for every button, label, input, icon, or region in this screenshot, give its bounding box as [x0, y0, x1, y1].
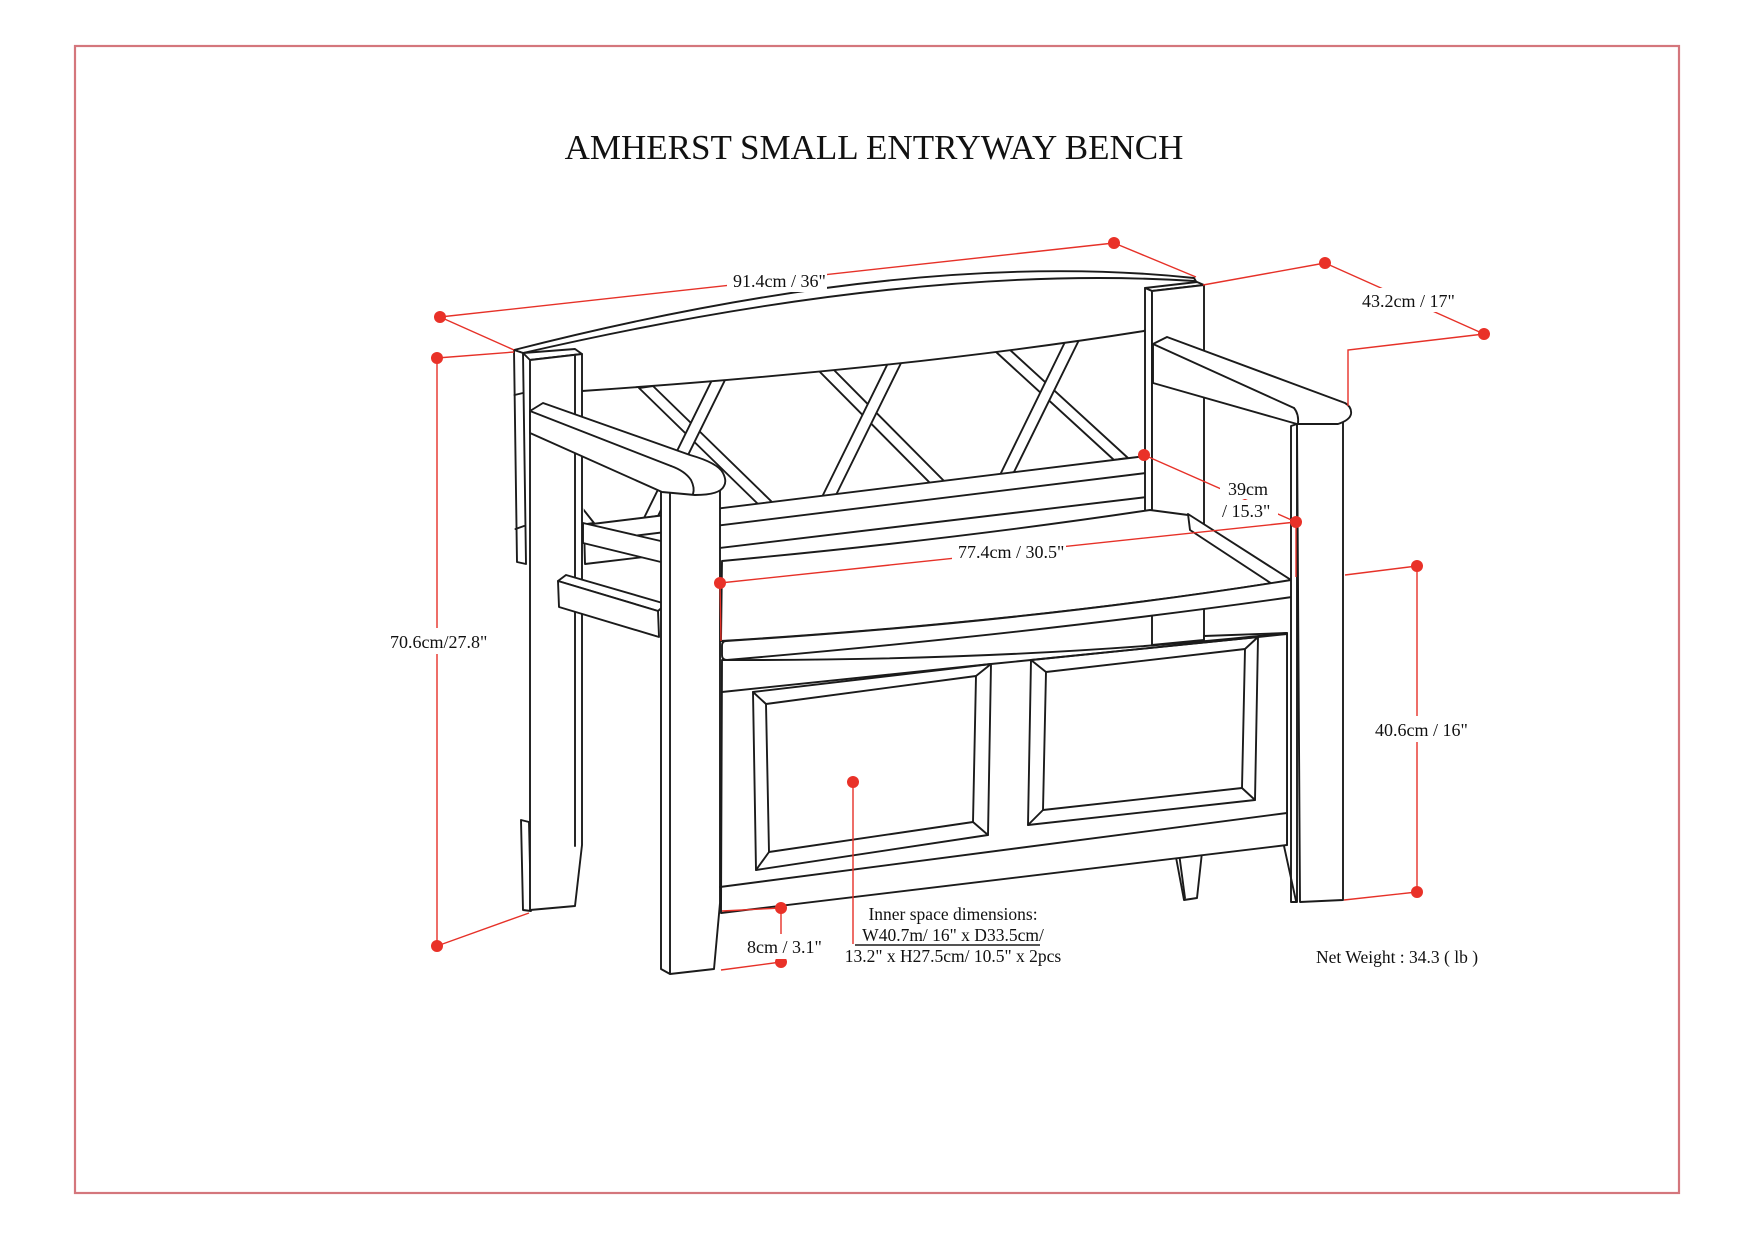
svg-text:40.6cm / 16": 40.6cm / 16" [1375, 720, 1468, 740]
svg-text:Inner space dimensions:: Inner space dimensions: [868, 904, 1037, 924]
svg-text:91.4cm / 36": 91.4cm / 36" [733, 271, 826, 291]
svg-text:77.4cm / 30.5": 77.4cm / 30.5" [958, 542, 1064, 562]
svg-text:AMHERST SMALL ENTRYWAY BENCH: AMHERST SMALL ENTRYWAY BENCH [565, 128, 1184, 167]
svg-text:43.2cm / 17": 43.2cm / 17" [1362, 291, 1455, 311]
svg-text:39cm: 39cm [1228, 479, 1268, 499]
svg-text:8cm / 3.1": 8cm / 3.1" [747, 937, 822, 957]
svg-text:Net Weight : 34.3 ( lb ): Net Weight : 34.3 ( lb ) [1316, 947, 1478, 967]
svg-text:13.2" x H27.5cm/ 10.5" x 2pcs: 13.2" x H27.5cm/ 10.5" x 2pcs [845, 946, 1062, 966]
svg-text:70.6cm/27.8": 70.6cm/27.8" [390, 632, 487, 652]
svg-text:W40.7m/ 16" x D33.5cm/: W40.7m/ 16" x D33.5cm/ [862, 925, 1044, 945]
svg-text:/ 15.3": / 15.3" [1222, 501, 1270, 521]
